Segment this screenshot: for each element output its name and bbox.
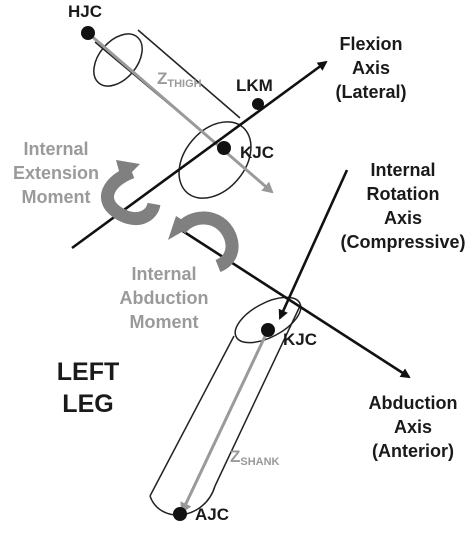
ajc-point (173, 507, 187, 521)
z-thigh-label: ZTHIGH (157, 69, 202, 90)
extension-moment-label-line3: Moment (22, 187, 91, 207)
abduction-axis-label-line1: Abduction (369, 393, 458, 413)
abduction-axis-line (177, 226, 411, 379)
rotation-axis-label: Internal Rotation Axis (Compressive) (340, 160, 465, 252)
abduction-moment-label-line3: Moment (130, 312, 199, 332)
abduction-axis-label-line2: Axis (394, 417, 432, 437)
kjc-thigh-point (217, 141, 231, 155)
ajc-label: AJC (195, 505, 229, 524)
rotation-axis-label-line1: Internal (370, 160, 435, 180)
rotation-axis-label-line4: (Compressive) (340, 232, 465, 252)
flexion-axis-label-line2: Axis (352, 58, 390, 78)
z-thigh-axis-line (87, 31, 274, 194)
rotation-axis-label-line2: Rotation (367, 184, 440, 204)
abduction-axis-label: Abduction Axis (Anterior) (369, 393, 458, 461)
flexion-axis-label-line1: Flexion (339, 34, 402, 54)
abduction-axis-label-line3: (Anterior) (372, 441, 454, 461)
extension-moment-arrow (101, 160, 161, 225)
flexion-axis-label: Flexion Axis (Lateral) (335, 34, 406, 102)
side-label-line1: LEFT (57, 358, 120, 386)
lkm-label: LKM (236, 76, 273, 95)
hjc-label: HJC (68, 2, 102, 21)
rotation-axis-label-line3: Axis (384, 208, 422, 228)
rotation-axis-line (278, 169, 349, 320)
extension-moment-label: Internal Extension Moment (13, 139, 99, 207)
flexion-axis-label-line3: (Lateral) (335, 82, 406, 102)
kjc-shank-point (261, 323, 275, 337)
lkm-point (252, 98, 264, 110)
abduction-moment-arrow (168, 211, 239, 273)
abduction-moment-label-line2: Abduction (120, 288, 209, 308)
side-label: LEFT LEG (57, 358, 120, 418)
abduction-moment-label: Internal Abduction Moment (120, 264, 209, 332)
kjc-thigh-label: KJC (240, 143, 274, 162)
extension-moment-label-line1: Internal (23, 139, 88, 159)
abduction-moment-label-line1: Internal (131, 264, 196, 284)
extension-moment-label-line2: Extension (13, 163, 99, 183)
z-shank-label: ZSHANK (230, 447, 280, 468)
z-shank-axis-line (180, 329, 270, 514)
side-label-line2: LEG (62, 390, 113, 418)
hjc-point (81, 26, 95, 40)
kjc-shank-label: KJC (283, 330, 317, 349)
